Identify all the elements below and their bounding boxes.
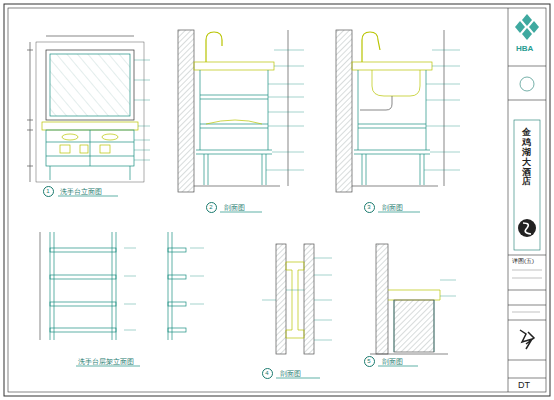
title-block	[508, 8, 546, 392]
shelf-rack	[40, 232, 204, 366]
section-bubble: 2	[206, 202, 217, 213]
counter-end-section	[370, 244, 456, 366]
callout-number: 5	[367, 358, 370, 364]
project-name: 金鸡湖大酒店	[522, 128, 531, 187]
vanity-sink-section	[336, 30, 460, 212]
drawing-title: 剖面图	[224, 204, 245, 211]
sheet-number: DT	[518, 381, 530, 390]
section-bubble: 5	[364, 356, 375, 367]
drawing-title: 剖面图	[382, 204, 403, 211]
drawing-title: 剖面图	[280, 370, 301, 377]
drawing-title: 洗手台层架立面图	[78, 358, 134, 365]
callout-number: 4	[265, 370, 268, 376]
callout-number: 2	[209, 204, 212, 210]
wall-section	[262, 244, 332, 378]
logo-text: HBA	[516, 45, 533, 53]
drawing-title: 剖面图	[382, 358, 403, 365]
callout-number: 1	[46, 188, 49, 194]
drawing-title: 洗手台立面图	[60, 188, 102, 195]
callout-number: 3	[367, 204, 370, 210]
section-bubble: 3	[364, 202, 375, 213]
vanity-elevation	[27, 36, 150, 196]
section-bubble: 1	[43, 186, 54, 197]
vanity-section	[178, 30, 304, 212]
section-bubble: 4	[262, 368, 273, 379]
sheet-title: 详图(五)	[512, 258, 534, 264]
